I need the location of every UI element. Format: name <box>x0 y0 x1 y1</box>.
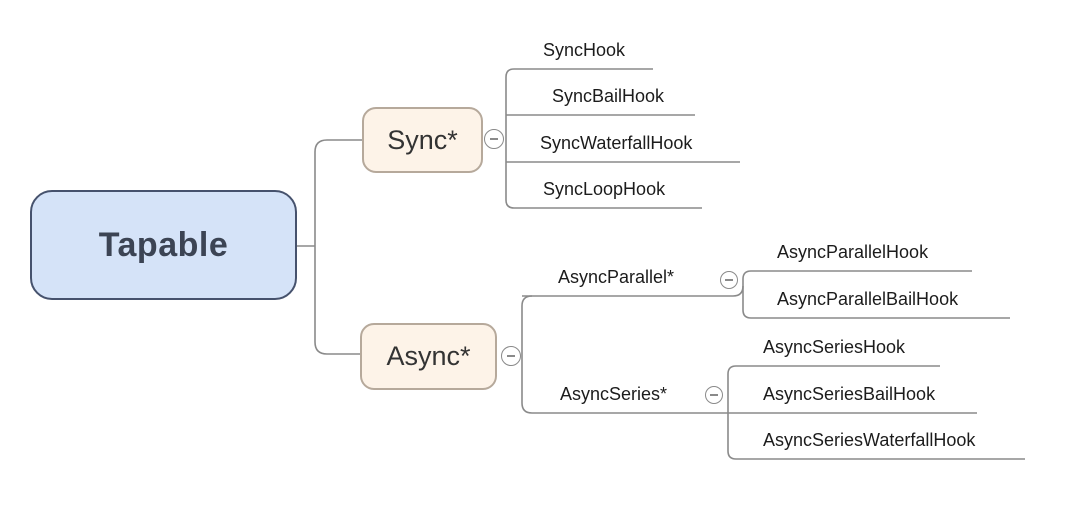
node-asyncparallelhook[interactable]: AsyncParallelHook <box>777 242 929 262</box>
collapse-button-asyncseries[interactable] <box>705 386 723 404</box>
minus-icon <box>710 394 718 396</box>
minus-icon <box>725 279 733 281</box>
node-asyncserieswaterfallhook[interactable]: AsyncSeriesWaterfallHook <box>763 430 976 450</box>
sync-node[interactable]: Sync* <box>362 107 483 173</box>
node-asyncseries[interactable]: AsyncSeries* <box>560 384 668 404</box>
sync-node-label: Sync* <box>387 124 458 155</box>
root-node-label: Tapable <box>98 225 229 264</box>
connector-async-trunk <box>521 295 977 414</box>
node-asyncseriesbailhook[interactable]: AsyncSeriesBailHook <box>763 384 936 404</box>
connector-sync-trunk <box>505 68 702 209</box>
minus-icon <box>507 355 515 357</box>
node-syncwaterfallhook[interactable]: SyncWaterfallHook <box>540 133 693 153</box>
node-synchook[interactable]: SyncHook <box>543 40 626 60</box>
minus-icon <box>490 138 498 140</box>
collapse-button-async[interactable] <box>501 346 521 366</box>
connector-root-trunk <box>314 139 362 355</box>
connector-async-parallel-children <box>742 270 1010 319</box>
node-asyncparallelbailhook[interactable]: AsyncParallelBailHook <box>777 289 959 309</box>
node-asyncparallel[interactable]: AsyncParallel* <box>558 267 675 287</box>
collapse-button-asyncparallel[interactable] <box>720 271 738 289</box>
node-syncbailhook[interactable]: SyncBailHook <box>552 86 665 106</box>
async-node-label: Async* <box>386 341 471 371</box>
async-node[interactable]: Async* <box>360 323 497 390</box>
node-asyncserieshook[interactable]: AsyncSeriesHook <box>763 337 906 357</box>
connector-async-series-children <box>727 365 1025 460</box>
collapse-button-sync[interactable] <box>484 129 504 149</box>
node-syncloophook[interactable]: SyncLoopHook <box>543 179 666 199</box>
root-node[interactable]: Tapable <box>30 190 297 300</box>
